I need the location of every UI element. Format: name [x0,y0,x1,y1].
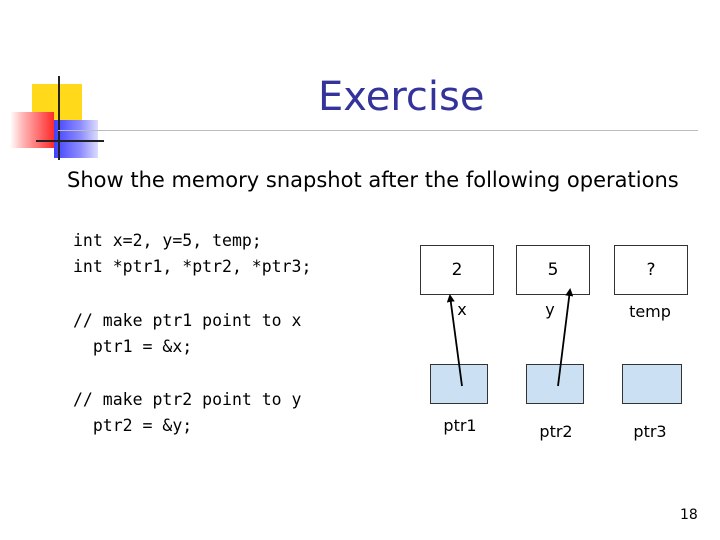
pointer-label-ptr3: ptr3 [633,422,667,441]
variable-label-temp: temp [629,302,671,321]
logo-blue-square [54,120,98,158]
memory-value-y: 5 [547,260,559,280]
logo-red-square [10,112,54,148]
variable-label-y: y [545,300,555,319]
code-ptr1-assignment: // make ptr1 point to x ptr1 = &x; [73,311,302,356]
slide-title: Exercise [318,74,485,120]
memory-cell-temp: ? [614,245,688,295]
code-ptr2-assignment: // make ptr2 point to y ptr2 = &y; [73,390,302,435]
pointer-label-ptr1: ptr1 [443,416,477,435]
pointer-label-ptr2: ptr2 [539,422,573,441]
pointer-cell-ptr2 [526,364,584,404]
pointer-cell-ptr3 [622,364,682,404]
memory-cell-x: 2 [420,245,494,295]
memory-value-temp: ? [646,260,656,280]
slide-subtitle: Show the memory snapshot after the follo… [67,168,679,192]
slide-number: 18 [680,507,698,523]
code-declarations: int x=2, y=5, temp; int *ptr1, *ptr2, *p… [73,231,312,276]
variable-label-x: x [457,300,467,319]
pointer-cell-ptr1 [430,364,488,404]
title-divider [58,130,698,131]
memory-cell-y: 5 [516,245,590,295]
arrow-ptr2-to-y [557,288,574,387]
logo-vertical-line [58,76,60,160]
memory-value-x: 2 [451,260,463,280]
arrow-ptr1-to-x [446,294,463,387]
logo-horizontal-line [36,140,104,142]
